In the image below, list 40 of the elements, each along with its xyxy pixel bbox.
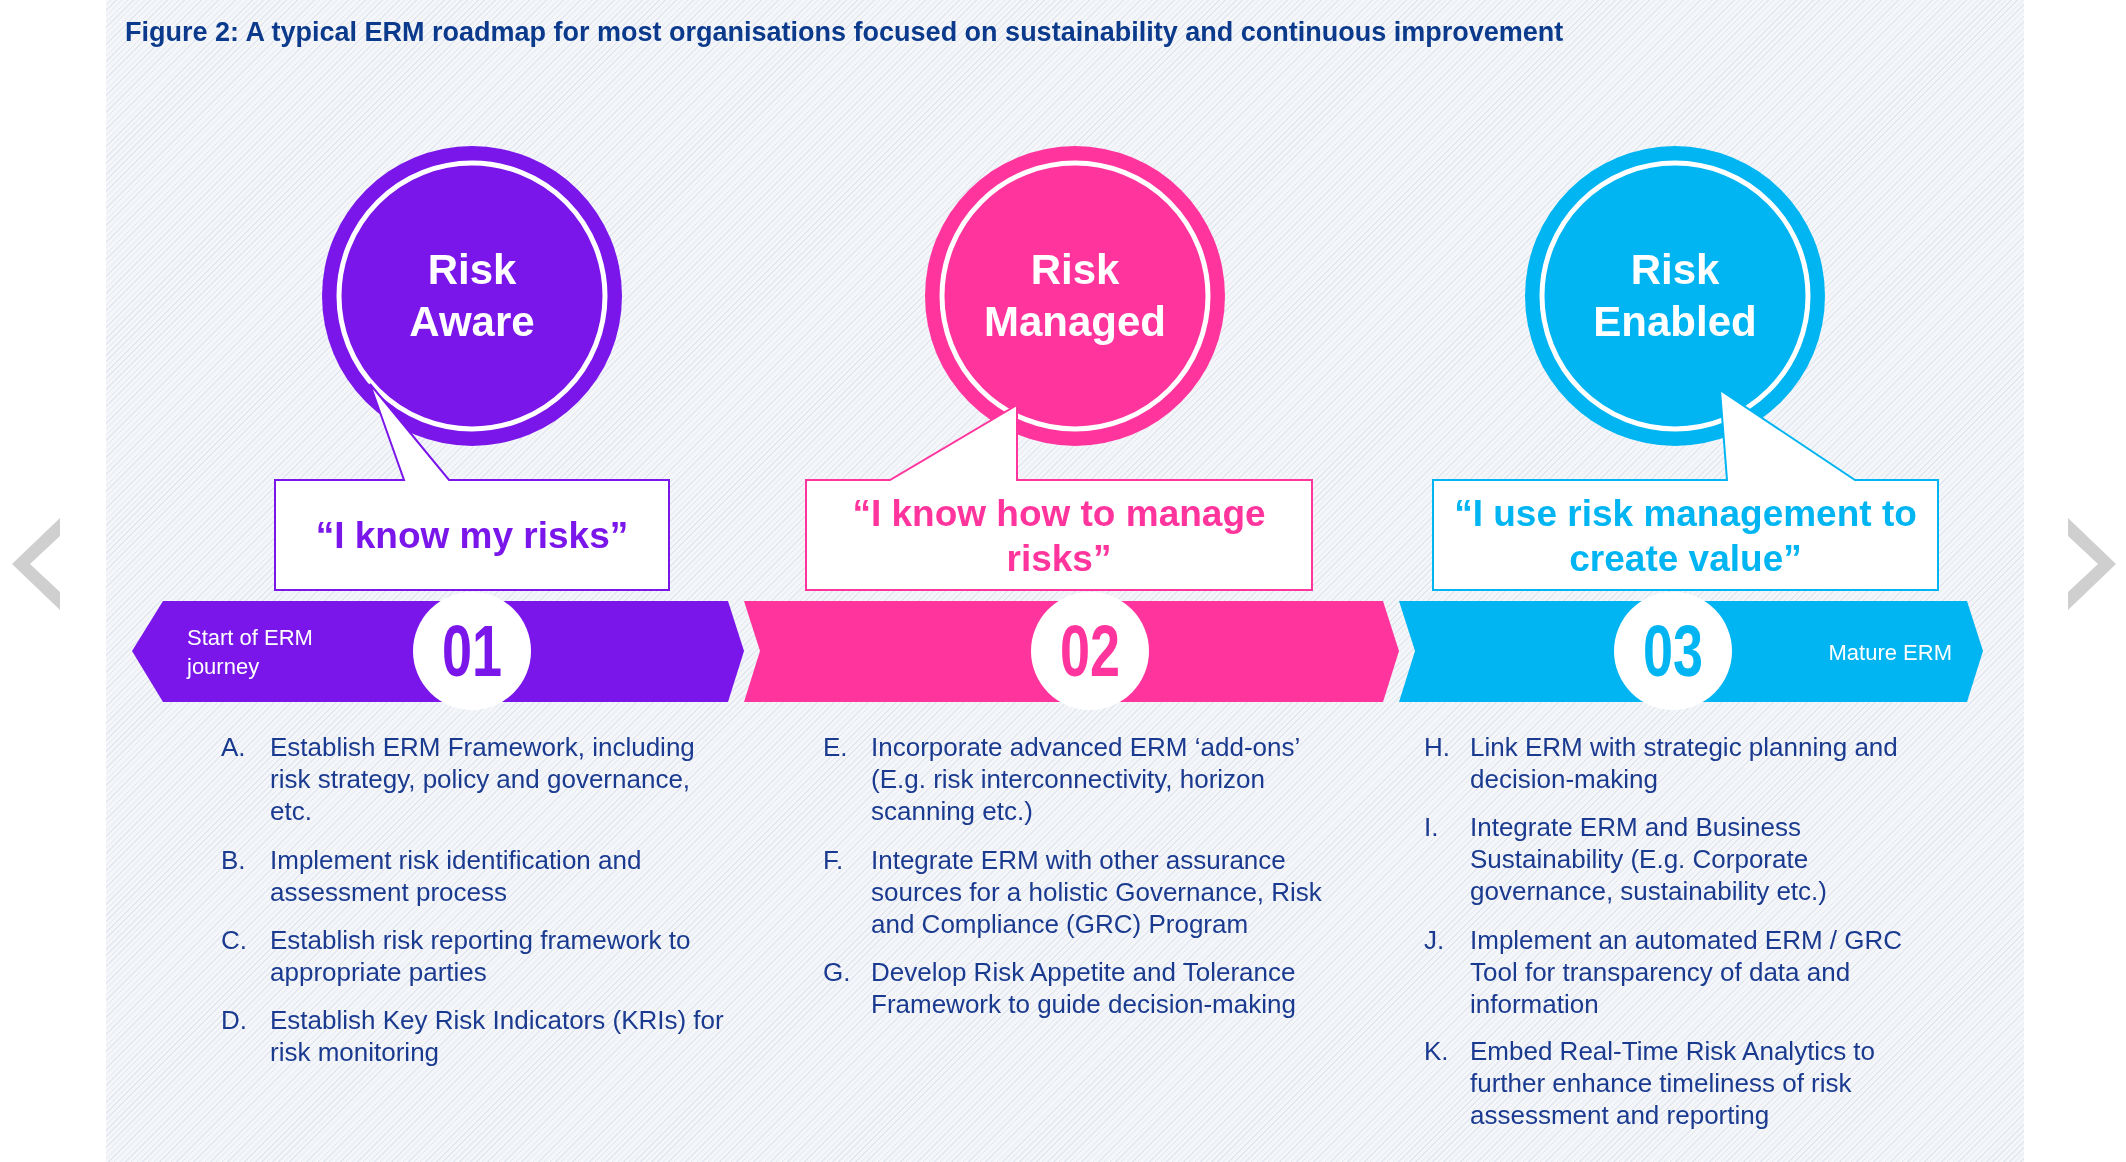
list-letter: F. xyxy=(823,844,844,876)
list-item-text: Implement an automated ERM / GRC Tool for transparency of data and information xyxy=(1470,924,1904,1020)
list-item-text: Link ERM with strategic planning and decision-making xyxy=(1470,731,1899,795)
list-item-text: Incorporate advanced ERM ‘add-ons’ (E.g. risk interconnectivity, horizon scanning etc.) xyxy=(871,731,1301,827)
list-item-text: Integrate ERM with other assurance sources for a holistic Governance, Risk and Compliance (GRC) Program xyxy=(871,844,1323,940)
figure-title: Figure 2: A typical ERM roadmap for most organisations focused on sustainability and continuous improvement xyxy=(125,17,1564,48)
list-item-text: Establish risk reporting framework to appropriate parties xyxy=(270,924,692,988)
list-item-text: Establish Key Risk Indicators (KRIs) for risk monitoring xyxy=(270,1004,725,1068)
speech-bubble xyxy=(1432,390,1939,591)
list-letter: G. xyxy=(823,956,851,988)
speech-bubble xyxy=(805,405,1313,591)
list-letter: I. xyxy=(1424,811,1439,843)
list-letter: A. xyxy=(221,731,246,763)
quote-text: “I know my risks” xyxy=(315,514,629,558)
stage-title: Risk Enabled xyxy=(1592,245,1758,347)
list-letter: E. xyxy=(823,731,848,763)
stage-caption: Mature ERM xyxy=(1828,638,1952,667)
list-item-text: Integrate ERM and Business Sustainability (E.g. Corporate governance, sustainability etc.) xyxy=(1470,811,1828,907)
arrow-segment xyxy=(1399,592,1983,710)
list-letter: C. xyxy=(221,924,247,956)
list-item-text: Embed Real-Time Risk Analytics to further enhance timeliness of risk assessment and reporting xyxy=(1470,1035,1877,1131)
stage-circle xyxy=(925,146,1225,446)
arrow-segment xyxy=(132,592,744,710)
stage-caption: Start of ERM journey xyxy=(187,624,314,681)
speech-bubble xyxy=(274,384,670,591)
stage-title: Risk Aware xyxy=(408,245,536,347)
stage-circle xyxy=(1525,146,1825,446)
list-letter: K. xyxy=(1424,1035,1449,1067)
list-letter: B. xyxy=(221,844,246,876)
list-letter: D. xyxy=(221,1004,247,1036)
quote-text: “I use risk management to create value” xyxy=(1453,491,1918,581)
stage-circle xyxy=(322,146,622,446)
list-item-text: Develop Risk Appetite and Tolerance Framework to guide decision-making xyxy=(871,956,1297,1020)
list-letter: H. xyxy=(1424,731,1450,763)
list-letter: J. xyxy=(1424,924,1445,956)
list-item-text: Establish ERM Framework, including risk strategy, policy and governance, etc. xyxy=(270,731,696,827)
quote-text: “I know how to manage risks” xyxy=(851,491,1267,581)
stage-title: Risk Managed xyxy=(983,245,1167,347)
arrow-segment xyxy=(744,592,1399,710)
list-item-text: Implement risk identification and assessment process xyxy=(270,844,643,908)
